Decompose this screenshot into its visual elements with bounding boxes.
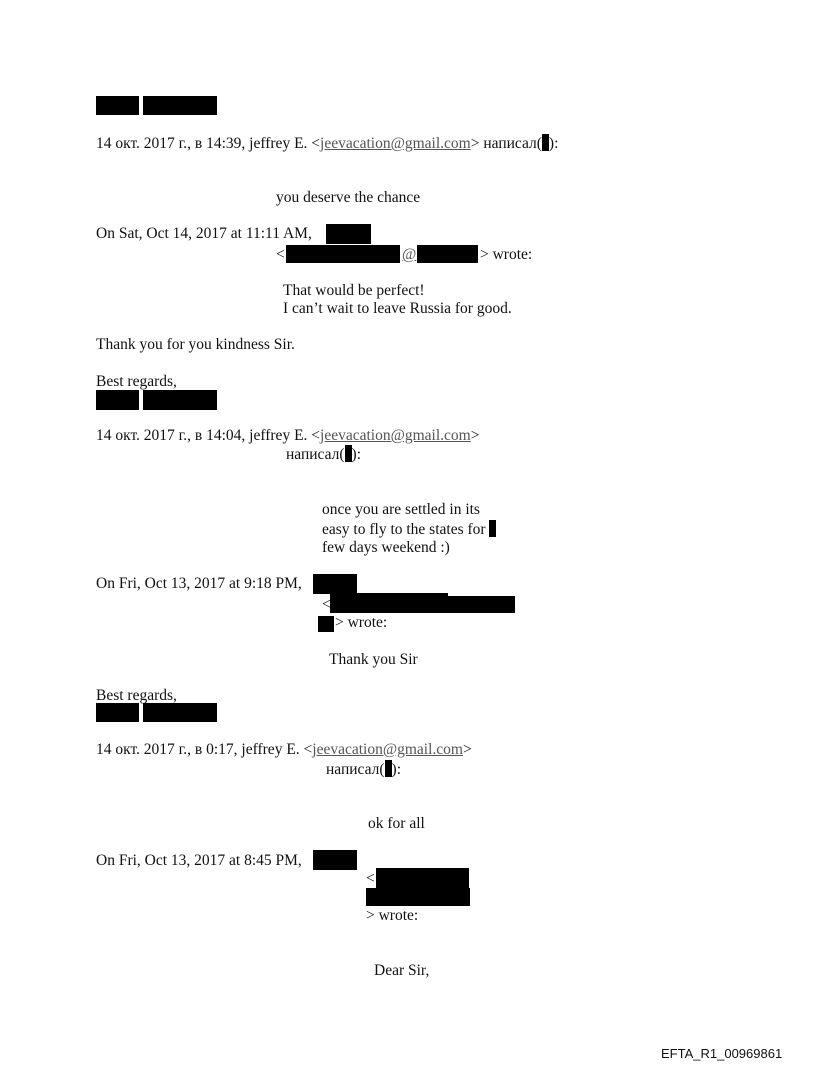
redaction bbox=[330, 593, 448, 613]
wrote-label: написал(): bbox=[286, 445, 362, 463]
email-at: @ bbox=[402, 246, 417, 263]
message-body: Thank you for you kindness Sir. bbox=[96, 336, 295, 353]
message-body: ok for all bbox=[368, 815, 425, 832]
wrote-label: > wrote: bbox=[480, 246, 533, 263]
wrote-label: > wrote: bbox=[335, 614, 388, 631]
redaction bbox=[313, 574, 357, 594]
redaction bbox=[366, 888, 470, 906]
quote-header: On Sat, Oct 14, 2017 at 11:11 AM, bbox=[96, 225, 312, 242]
signoff: Best regards, bbox=[96, 373, 177, 390]
quote-sender: < bbox=[276, 246, 285, 263]
message-header: 14 окт. 2017 г., в 0:17, jeffrey E. <jee… bbox=[96, 741, 472, 758]
wrote-label: > wrote: bbox=[366, 907, 419, 924]
redaction bbox=[96, 703, 139, 722]
email-link[interactable]: jeevacation@gmail.com bbox=[320, 427, 471, 444]
quote-header: On Fri, Oct 13, 2017 at 9:18 PM, bbox=[96, 575, 302, 592]
quote-sender: < bbox=[322, 596, 331, 613]
quote-header: On Fri, Oct 13, 2017 at 8:45 PM, bbox=[96, 852, 302, 869]
redaction bbox=[143, 96, 217, 115]
redaction bbox=[344, 445, 352, 462]
redaction bbox=[143, 390, 217, 410]
email-link[interactable]: jeevacation@gmail.com bbox=[320, 135, 471, 152]
message-header: 14 окт. 2017 г., в 14:04, jeffrey E. <je… bbox=[96, 427, 480, 444]
message-body: I can’t wait to leave Russia for good. bbox=[283, 300, 512, 317]
message-body: easy to fly to the states for bbox=[322, 520, 497, 539]
message-body: few days weekend :) bbox=[322, 539, 450, 556]
redaction bbox=[318, 616, 334, 632]
email-link[interactable]: jeevacation@gmail.com bbox=[312, 741, 463, 758]
message-body: Dear Sir, bbox=[374, 962, 430, 979]
document-id: EFTA_R1_00969861 bbox=[661, 1046, 783, 1061]
quote-sender: < bbox=[366, 870, 375, 887]
redaction bbox=[448, 596, 515, 613]
redaction bbox=[326, 224, 371, 244]
redaction bbox=[96, 390, 139, 410]
redaction bbox=[313, 850, 357, 870]
message-body: you deserve the chance bbox=[276, 189, 421, 206]
redaction bbox=[417, 245, 478, 263]
message-body: That would be perfect! bbox=[283, 282, 425, 299]
redaction bbox=[143, 703, 217, 722]
signoff: Best regards, bbox=[96, 687, 177, 704]
redaction bbox=[96, 96, 139, 115]
wrote-label: написал(): bbox=[326, 760, 402, 778]
redaction bbox=[384, 760, 392, 777]
redaction bbox=[541, 134, 549, 151]
message-body: once you are settled in its bbox=[322, 501, 480, 518]
message-body: Thank you Sir bbox=[329, 651, 418, 668]
redaction bbox=[376, 868, 469, 888]
redaction bbox=[489, 520, 497, 537]
message-header: 14 окт. 2017 г., в 14:39, jeffrey E. <je… bbox=[96, 134, 559, 152]
redaction bbox=[286, 245, 400, 263]
